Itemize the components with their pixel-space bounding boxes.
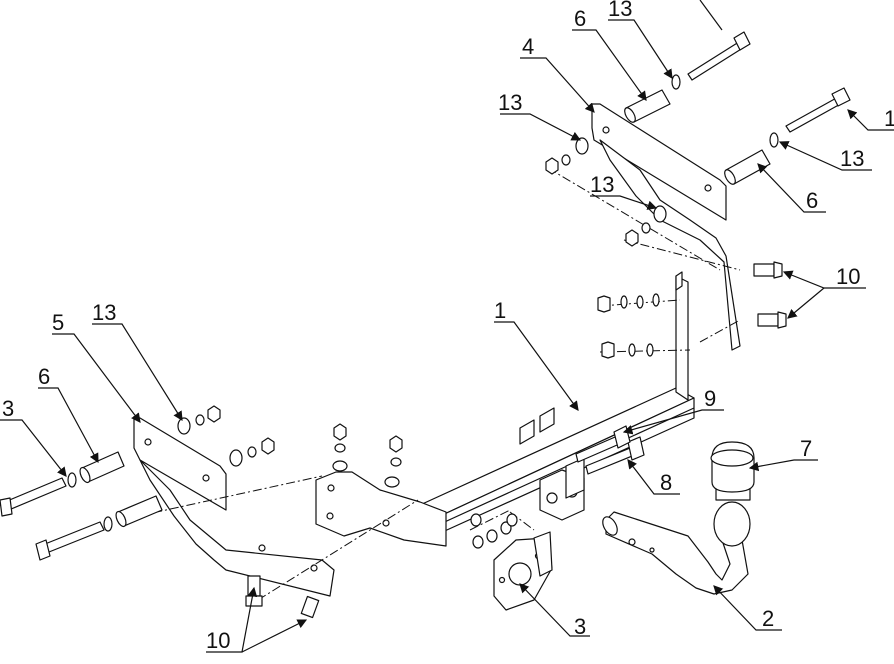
label-9: 9 [704, 386, 716, 411]
bolt-left-top [0, 477, 67, 517]
left-mount-plate [315, 471, 447, 547]
label-3-left-edge: 3 [2, 396, 14, 421]
label-5: 5 [52, 310, 64, 335]
socket-plate [469, 509, 553, 611]
nuts-washers-left-bracket [177, 405, 275, 467]
label-6-top: 6 [574, 6, 586, 31]
bracket-left [119, 417, 419, 601]
towball-neck [602, 487, 751, 595]
label-2: 2 [762, 606, 774, 631]
nuts-washers-centre [332, 423, 403, 488]
bolts-10-right [753, 261, 787, 329]
label-6-left: 6 [38, 364, 50, 389]
bolt-top [687, 31, 751, 81]
socket-nuts [470, 513, 518, 549]
label-6-right: 6 [806, 188, 818, 213]
label-1: 1 [494, 298, 506, 323]
label-7: 7 [800, 436, 812, 461]
label-13-top: 13 [608, 0, 632, 21]
spacer-tube-left [79, 451, 125, 484]
nuts-washers-right-bracket [545, 137, 667, 247]
label-10-right: 10 [836, 264, 860, 289]
label-13-left: 13 [92, 300, 116, 325]
spacer-tube-top [624, 89, 671, 123]
label-3: 3 [574, 614, 586, 639]
washer-right [769, 132, 779, 148]
label-13-right: 13 [840, 146, 864, 171]
label-13-bracket-b: 13 [590, 172, 614, 197]
towball-cover [710, 441, 755, 493]
label-10-bottom: 10 [206, 628, 230, 653]
washer-top [671, 74, 681, 90]
label-1-right-edge: 1 [884, 106, 894, 131]
bolt-left-bottom [35, 495, 163, 561]
nuts-washers-end-plate [597, 293, 660, 359]
bolt-8 [585, 436, 645, 475]
label-13-bracket-a: 13 [498, 90, 522, 115]
bolt-right [785, 87, 851, 133]
washer-left [67, 472, 77, 488]
label-8: 8 [660, 470, 672, 495]
spacer-tube-right [724, 149, 771, 185]
label-4: 4 [522, 34, 534, 59]
bracket-right [547, 103, 741, 353]
